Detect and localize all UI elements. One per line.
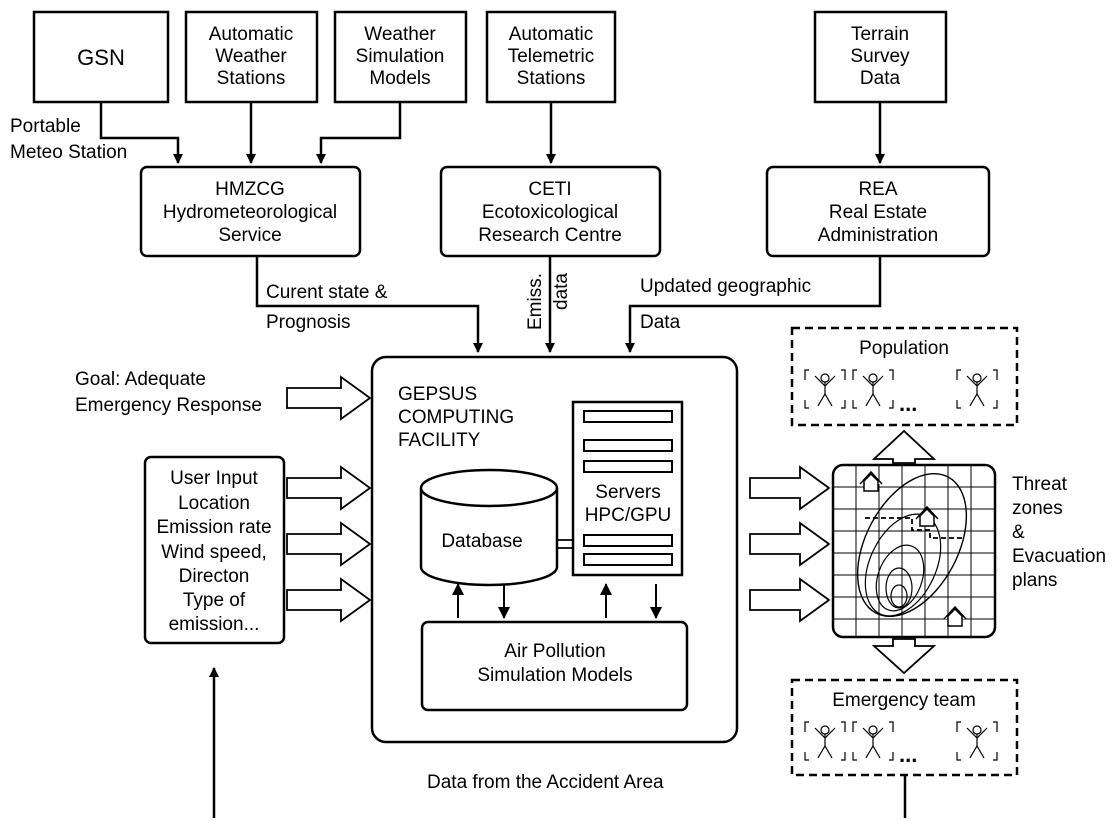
population-box: Population ... (790, 326, 1019, 427)
weather-simulation-models-box: Weather Simulation Models (333, 10, 468, 104)
svg-text:Type of: Type of (183, 590, 246, 611)
svg-text:User Input: User Input (170, 468, 258, 489)
wsm-to-hmzcg-arrow (316, 102, 402, 164)
db-server-link (557, 539, 573, 549)
svg-text:Weather: Weather (364, 24, 436, 45)
goal-label: Goal: Adequate (75, 369, 206, 390)
accident-area-label: Data from the Accident Area (427, 772, 664, 793)
svg-text:Ecotoxicological: Ecotoxicological (482, 202, 618, 223)
svg-text:Wind speed,: Wind speed, (161, 542, 267, 563)
svg-text:Administration: Administration (818, 225, 938, 246)
hpc-gpu-label: HPC/GPU (585, 505, 672, 526)
servers-label: Servers (595, 482, 660, 503)
rea-box: REA Real Estate Administration (765, 165, 991, 258)
gsn-to-hmzcg-arrow (99, 102, 183, 164)
data-label: Data (640, 312, 681, 333)
svg-text:Stations: Stations (517, 68, 586, 89)
threat-zone-map (831, 463, 997, 639)
database-label: Database (441, 531, 522, 552)
svg-text:Models: Models (369, 68, 430, 89)
emiss-data-label: data (551, 273, 572, 310)
svg-text:HMZCG: HMZCG (215, 179, 285, 200)
output-arrow-1 (749, 465, 831, 511)
air-pollution-models-box: Air Pollution Simulation Models (420, 620, 689, 712)
svg-text:Emission rate: Emission rate (156, 517, 271, 538)
svg-text:emission...: emission... (169, 614, 260, 635)
portable-label: Portable (10, 116, 81, 137)
ceti-box: CETI Ecotoxicological Research Centre (439, 165, 662, 258)
threat-label: Threat (1012, 474, 1068, 495)
database-cylinder: Database (419, 468, 559, 587)
map-to-emergency-arrow (871, 638, 937, 675)
output-arrow-3 (749, 577, 831, 623)
svg-text:Telemetric: Telemetric (508, 46, 595, 67)
emergency-ellipsis: ... (899, 742, 917, 767)
updated-geographic-label: Updated geographic (640, 276, 811, 297)
svg-text:Survey: Survey (850, 46, 910, 67)
map-to-population-arrow (871, 429, 937, 464)
input-arrow-1 (286, 465, 372, 511)
emergency-team-label: Emergency team (832, 690, 976, 711)
hmzcg-to-facility-arrow (255, 256, 483, 353)
servers-rack: Servers HPC/GPU (571, 400, 684, 577)
svg-text:Automatic: Automatic (509, 24, 593, 45)
svg-text:Directon: Directon (179, 566, 250, 587)
svg-text:Research Centre: Research Centre (478, 225, 622, 246)
automatic-telemetric-stations-box: Automatic Telemetric Stations (485, 10, 617, 104)
user-input-box: User Input Location Emission rate Wind s… (143, 455, 286, 645)
svg-text:CETI: CETI (528, 179, 571, 200)
svg-text:Real Estate: Real Estate (829, 202, 927, 223)
facility-title-3: FACILITY (398, 430, 481, 451)
svg-text:Location: Location (178, 493, 250, 514)
zones-label: zones (1012, 498, 1063, 519)
ampersand-label: & (1012, 522, 1025, 543)
input-arrow-3 (286, 577, 372, 623)
facility-title-2: COMPUTING (398, 407, 514, 428)
svg-text:Terrain: Terrain (851, 24, 909, 45)
prognosis-label: Prognosis (266, 312, 351, 333)
emergency-team-box: Emergency team ... (790, 678, 1019, 777)
rea-to-facility-arrow (625, 256, 882, 353)
gsn-label: GSN (77, 45, 125, 70)
emiss-label: Emiss. (525, 273, 546, 330)
input-arrow-2 (286, 521, 372, 567)
population-ellipsis: ... (899, 391, 917, 416)
svg-text:Data: Data (860, 68, 901, 89)
svg-text:Simulation Models: Simulation Models (477, 665, 632, 686)
svg-text:REA: REA (858, 179, 897, 200)
goal-arrow (286, 375, 372, 421)
svg-text:Air Pollution: Air Pollution (504, 641, 605, 662)
population-label: Population (859, 338, 949, 359)
hmzcg-box: HMZCG Hydrometeorological Service (139, 165, 362, 258)
svg-text:Hydrometeorological: Hydrometeorological (163, 202, 337, 223)
terrain-survey-data-box: Terrain Survey Data (813, 10, 948, 104)
output-arrow-2 (749, 521, 831, 567)
svg-text:Simulation: Simulation (356, 46, 445, 67)
automatic-weather-stations-box: Automatic Weather Stations (184, 10, 319, 104)
svg-text:Stations: Stations (217, 68, 286, 89)
gsn-box: GSN (32, 10, 170, 104)
svg-text:Automatic: Automatic (209, 24, 293, 45)
current-state-label: Curent state & (266, 282, 388, 303)
svg-text:Weather: Weather (215, 46, 287, 67)
plans-label: plans (1012, 570, 1057, 591)
facility-title-1: GEPSUS (398, 384, 477, 405)
meteo-station-label: Meteo Station (10, 142, 127, 163)
evacuation-label: Evacuation (1012, 546, 1106, 567)
svg-text:Service: Service (218, 225, 281, 246)
emergency-response-label: Emergency Response (75, 395, 262, 416)
